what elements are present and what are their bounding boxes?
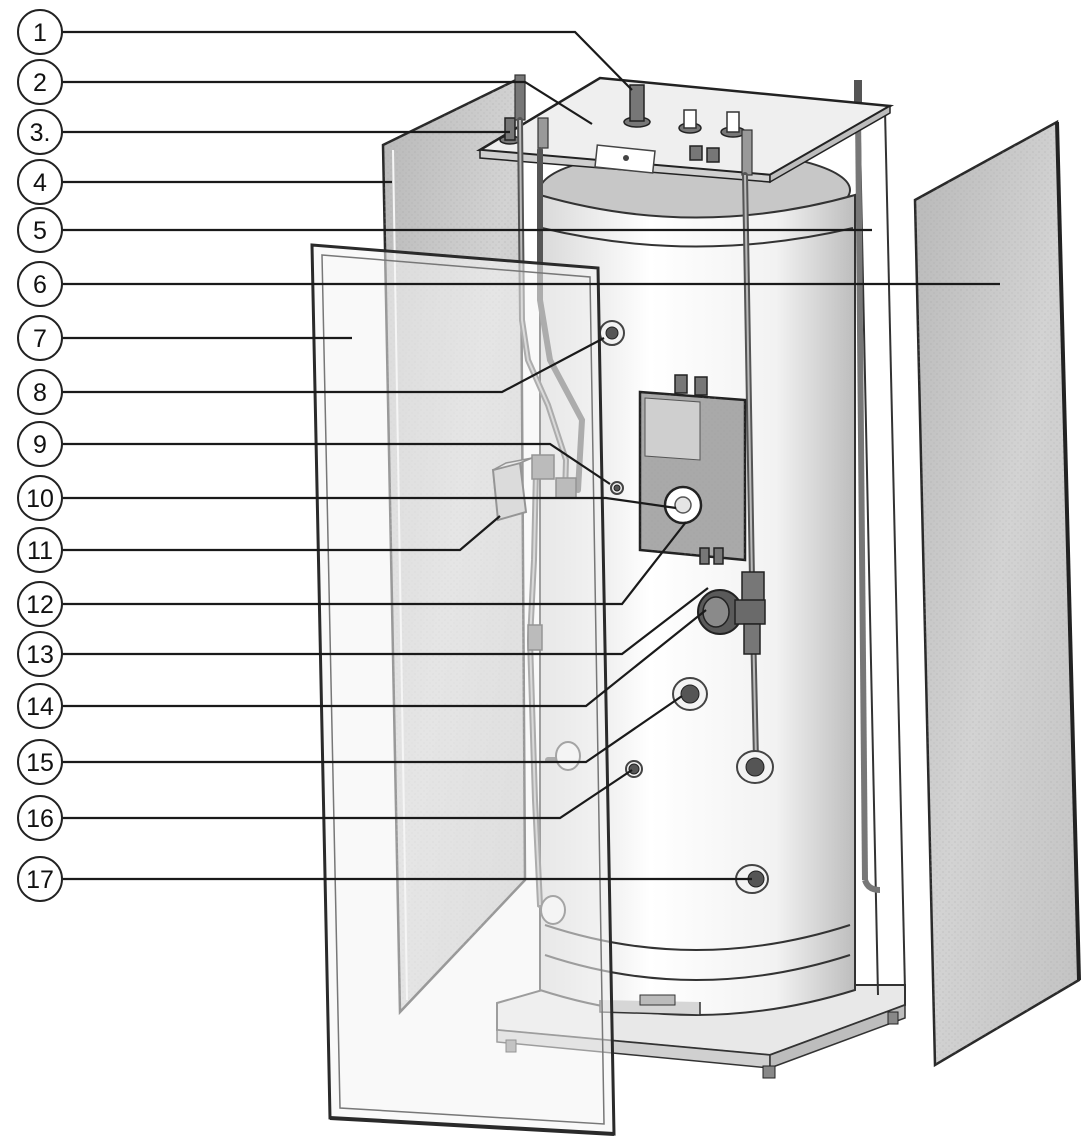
callout-label: 4 (33, 169, 47, 197)
callout-14: 14 (17, 683, 63, 729)
callout-label: 11 (27, 537, 53, 565)
callout-label: 14 (26, 693, 54, 721)
callout-5: 5 (17, 207, 63, 253)
callout-10: 10 (17, 475, 63, 521)
callout-1: 1 (17, 9, 63, 55)
callout-label: 16 (26, 805, 54, 833)
callout-15: 15 (17, 739, 63, 785)
callout-label: 9 (33, 431, 47, 459)
callout-label: 12 (26, 591, 54, 619)
leader-lines (62, 30, 1000, 881)
front-door-panel (310, 243, 616, 1136)
circulation-pump (697, 571, 766, 655)
callout-17: 17 (17, 856, 63, 902)
callout-13: 13 (17, 631, 63, 677)
callout-11: 11 (17, 527, 63, 573)
callout-16: 16 (17, 795, 63, 841)
callout-label: 3. (30, 119, 51, 147)
right-side-panel (913, 119, 1081, 1068)
callout-12: 12 (17, 581, 63, 627)
callout-label: 5 (33, 217, 47, 245)
callout-label: 17 (26, 866, 54, 894)
callout-label: 8 (33, 379, 47, 407)
callout-7: 7 (17, 315, 63, 361)
callout-label: 7 (33, 325, 47, 353)
callout-2: 2 (17, 59, 63, 105)
callout-6: 6 (17, 261, 63, 307)
callout-label: 10 (26, 485, 54, 513)
callout-label: 13 (26, 641, 54, 669)
rear-frame (854, 80, 906, 996)
callout-3: 3. (17, 109, 63, 155)
callout-label: 1 (33, 19, 47, 47)
callout-4: 4 (17, 159, 63, 205)
callout-label: 6 (33, 271, 47, 299)
callout-label: 15 (26, 749, 54, 777)
callout-9: 9 (17, 421, 63, 467)
callout-label: 2 (33, 69, 47, 97)
callout-8: 8 (17, 369, 63, 415)
controller-unit (638, 374, 747, 565)
